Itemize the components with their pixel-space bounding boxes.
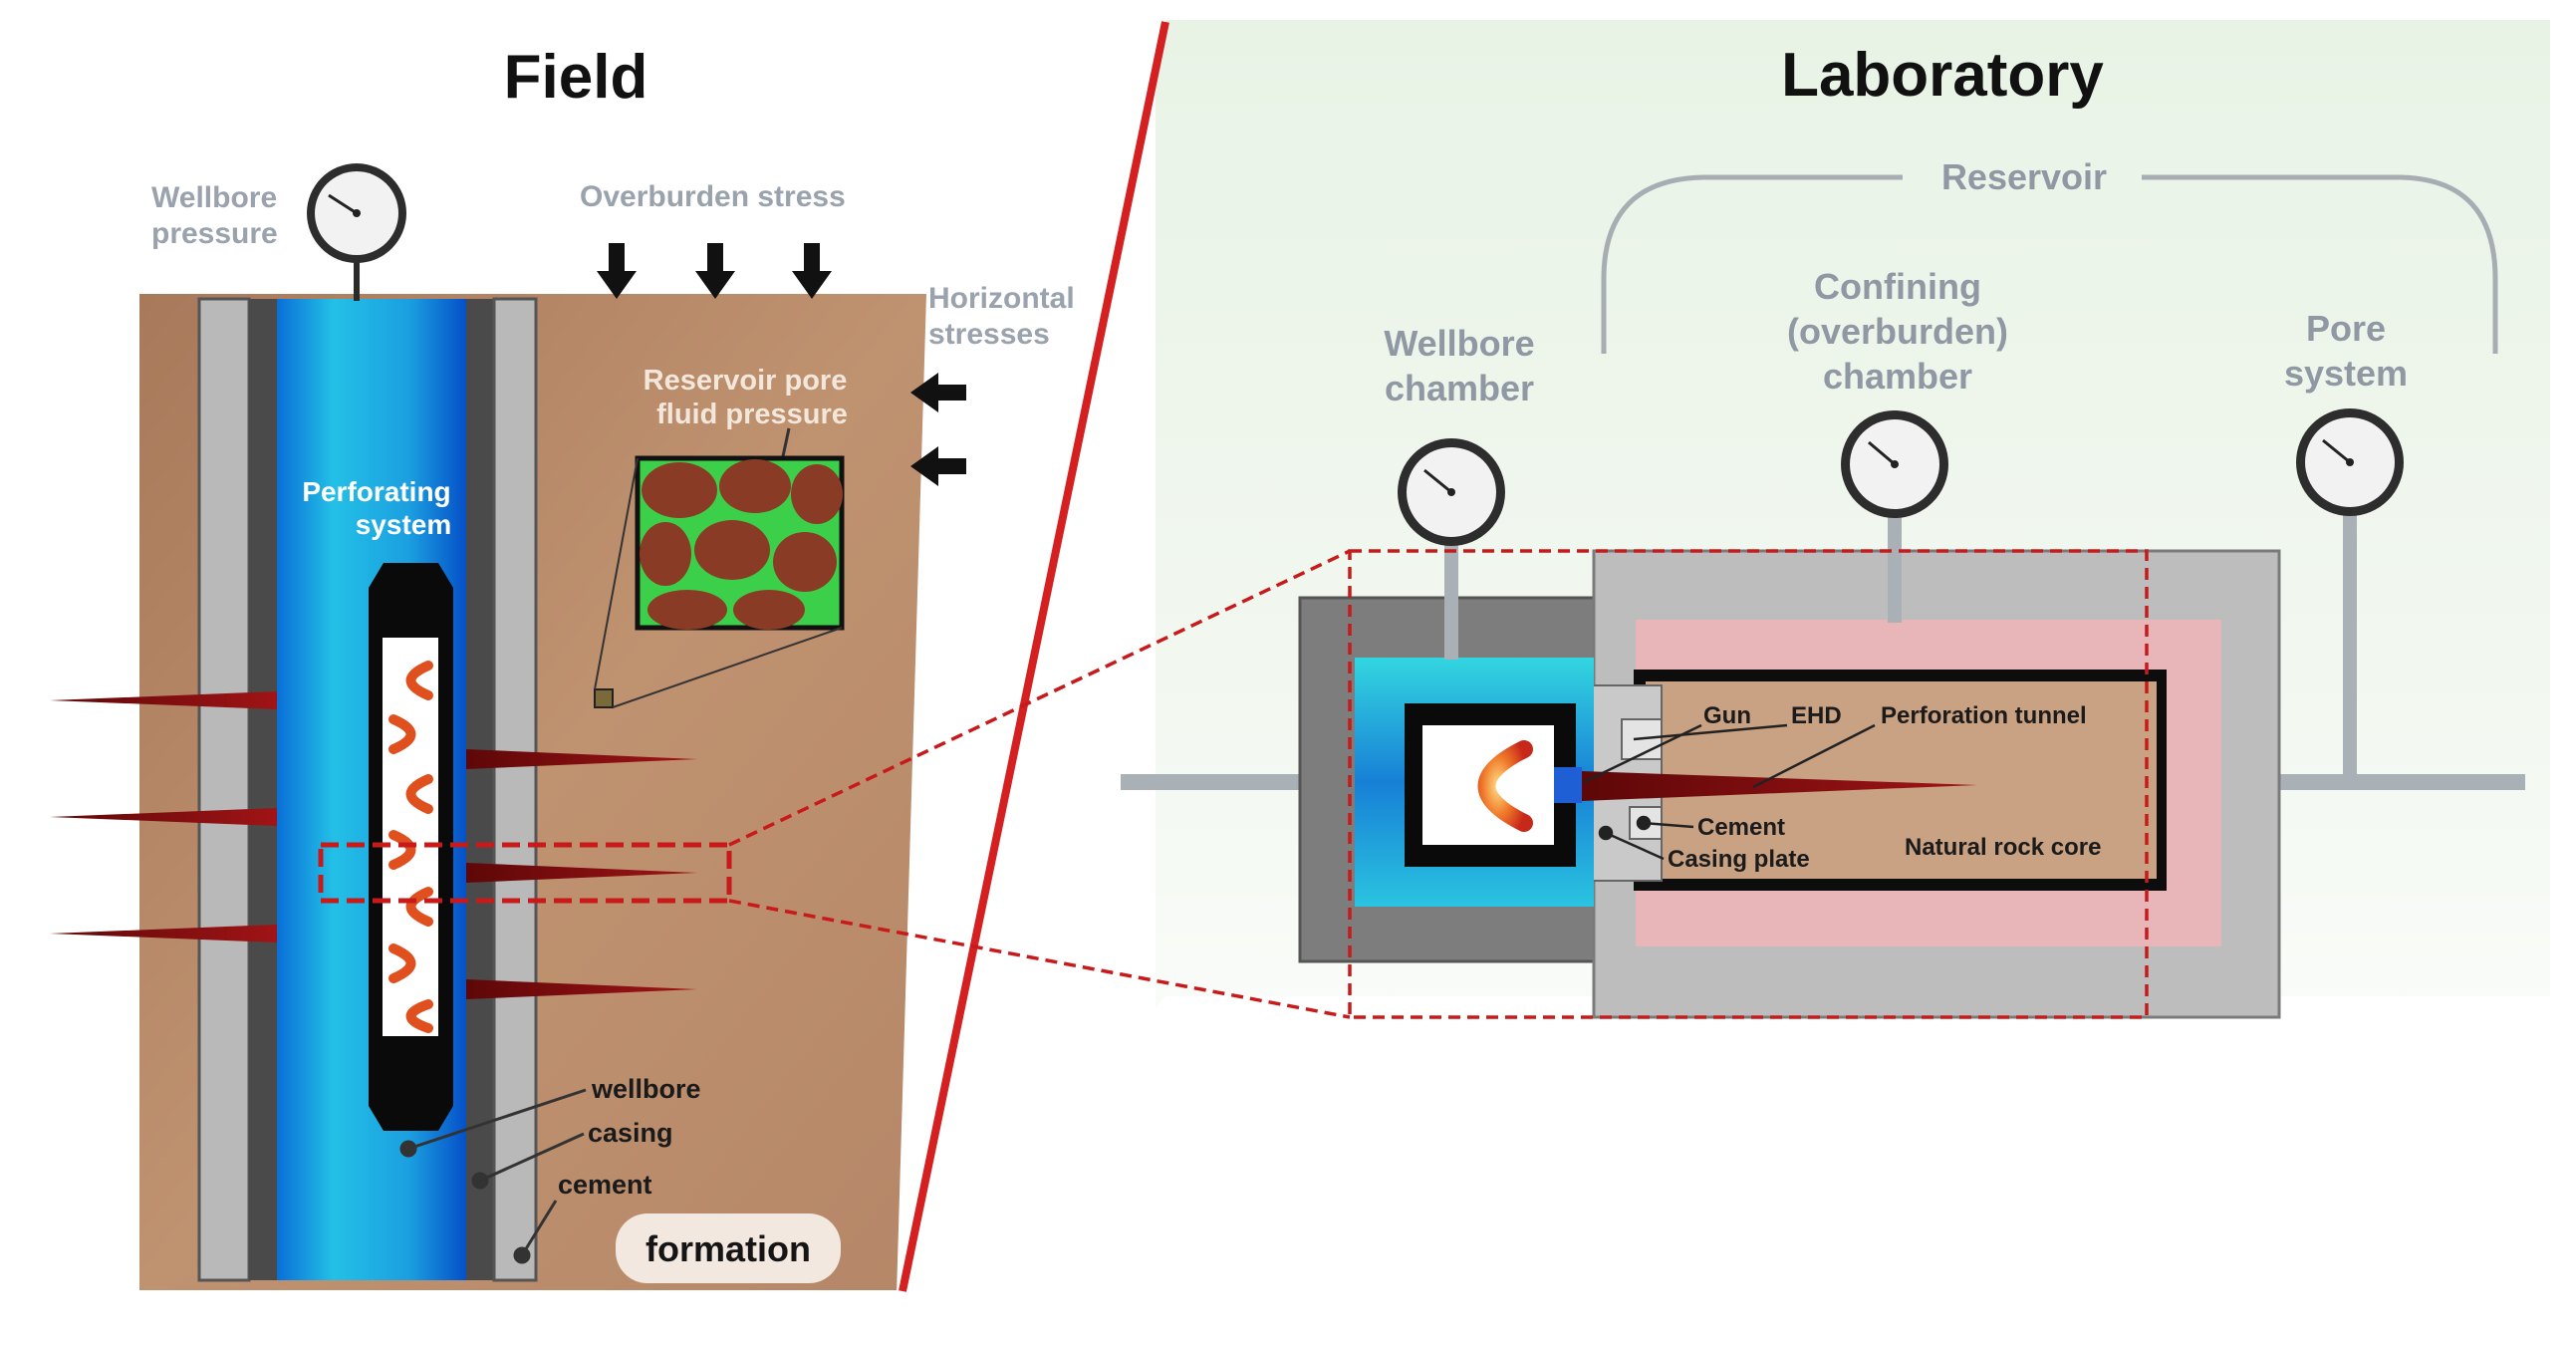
perforation-left-3 [50,925,277,942]
pore-system-label-1: Pore [2306,308,2386,349]
pore-sample-marker [594,688,614,708]
casing-left [249,299,277,1280]
natural-rock-core-label: Natural rock core [1905,834,2101,861]
pore-system-label-2: system [2284,353,2408,394]
pressure-gauge-icon [1841,410,1948,518]
reservoir-label: Reservoir [1941,156,2107,197]
wellbore-gauge-stem [1444,538,1458,660]
shaped-charge-icon [388,943,416,983]
perforation-left-2 [50,808,277,826]
wellbore-pressure-label-2: pressure [151,217,278,250]
overburden-arrows [597,243,832,299]
shaped-charge-icons [388,661,433,1033]
confining-gauge-stem [1888,513,1902,623]
confining-chamber-label-2: (overburden) [1787,311,2008,352]
perforation-tunnel-label: Perforation tunnel [1881,702,2087,729]
perforating-system-label-1: Perforating [302,476,450,507]
perforation-left-1 [50,691,277,709]
horizontal-arrows [910,373,966,486]
formation-badge [616,1213,841,1283]
cement-lab-label: Cement [1697,814,1785,841]
reservoir-pore-fluid-label-2: fluid pressure [656,399,848,430]
wellbore-chamber-label-1: Wellbore [1384,323,1534,364]
horizontal-stresses-label-2: stresses [928,318,1050,351]
pressure-gauge-icon [2296,408,2404,516]
wellbore-label: wellbore [591,1074,701,1104]
casing-plate-label: Casing plate [1668,846,1810,873]
shaped-charge-icon [405,999,433,1033]
arrow-down-icon [792,243,832,299]
ehd-label: EHD [1791,702,1842,729]
shaped-charge-icon [1477,740,1533,832]
gun-label: Gun [1703,702,1751,729]
field-lab-divider [899,21,1169,1292]
field-right-fade [897,40,1156,1295]
arrow-down-icon [597,243,637,299]
lab-zoom-box [1348,549,2149,1019]
arrow-left-icon [910,373,966,412]
arrow-down-icon [695,243,735,299]
confining-chamber-label-3: chamber [1823,356,1972,397]
overburden-stress-label: Overburden stress [580,180,846,213]
gun-nozzle [1554,767,1582,803]
shaped-charge-icon [388,830,416,870]
pressure-gauge-icon [1398,438,1505,546]
zoom-connector-bottom [728,899,1351,1019]
shaped-charge-icon [405,774,433,814]
pressure-gauge-icon [307,163,406,263]
pore-inset [635,455,845,631]
field-title: Field [504,43,648,112]
arrow-left-icon [910,446,966,486]
shaped-charge-icon [405,887,433,927]
reservoir-pore-fluid-label-1: Reservoir pore [644,365,848,397]
perforation-right-2 [466,863,697,883]
formation-label: formation [645,1228,811,1269]
lab-leader-lines [1583,723,1876,861]
perforation-tunnel [1582,771,1977,801]
horizontal-stresses-label-1: Horizontal [928,282,1075,315]
perforation-right-3 [466,979,697,999]
casing-right [466,299,494,1280]
pore-gauge-stem [2343,510,2357,779]
perforation-right-1 [466,749,697,769]
zoom-connector-top [728,549,1351,847]
cement-right [492,297,538,1282]
cement-left [197,297,251,1282]
laboratory-title: Laboratory [1781,41,2104,110]
perforating-system-label-2: system [356,509,452,540]
cement-label: cement [558,1170,652,1200]
casing-label: casing [588,1118,673,1148]
confining-chamber-label-1: Confining [1814,266,1981,307]
reservoir-bracket [1601,174,2498,354]
wellbore-pressure-label-1: Wellbore [151,181,277,214]
shaped-charge-icon [405,661,433,700]
callout-lines [399,1088,587,1264]
shaped-charge-icon [388,714,416,754]
wellbore-chamber-label-2: chamber [1385,368,1534,408]
